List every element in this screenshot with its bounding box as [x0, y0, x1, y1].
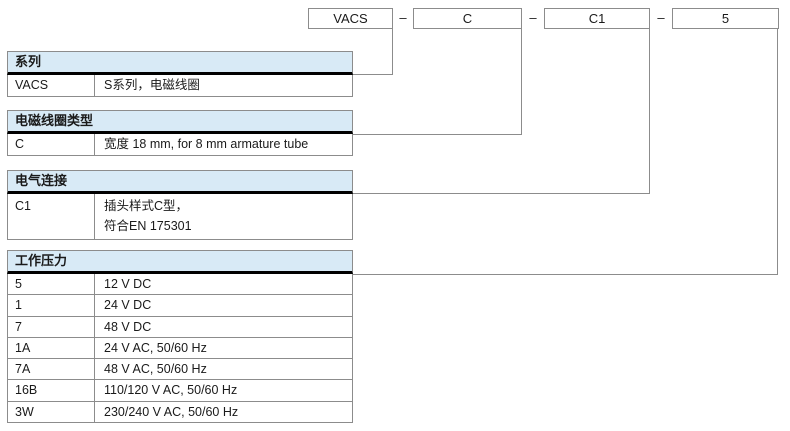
table-row: C1 插头样式C型， 符合EN 175301	[7, 194, 353, 240]
section-coil-type-header: 电磁线圈类型	[7, 110, 353, 134]
connector-coil-type-vertical	[521, 29, 522, 135]
connector-series-vertical	[392, 29, 393, 75]
row-code: C	[8, 134, 95, 155]
row-code: 16B	[8, 380, 95, 401]
table-row: 16B 110/120 V AC, 50/60 Hz	[7, 380, 353, 402]
section-connection: 电气连接 C1 插头样式C型， 符合EN 175301	[7, 170, 353, 240]
table-row: 1 24 V DC	[7, 295, 353, 317]
section-voltage: 工作压力 5 12 V DC 1 24 V DC 7 48 V DC 1A 24…	[7, 250, 353, 424]
row-description: 110/120 V AC, 50/60 Hz	[104, 383, 238, 398]
code-box-coil-type: C	[413, 8, 522, 29]
code-separator: –	[529, 10, 537, 25]
connector-coil-type-horizontal	[353, 134, 522, 135]
row-code: 7A	[8, 359, 95, 380]
row-code: 7	[8, 316, 95, 337]
table-row: 1A 24 V AC, 50/60 Hz	[7, 337, 353, 360]
code-separator: –	[399, 10, 407, 25]
row-description: 48 V AC, 50/60 Hz	[104, 362, 207, 377]
table-row: 7 48 V DC	[7, 316, 353, 338]
row-description: S系列，电磁线圈	[104, 78, 200, 92]
row-description: 24 V DC	[104, 298, 152, 313]
section-series: 系列 VACS S系列，电磁线圈	[7, 51, 353, 97]
connector-voltage-horizontal	[353, 274, 778, 275]
code-box-series: VACS	[308, 8, 393, 29]
row-description: 12 V DC	[104, 277, 152, 291]
connector-voltage-vertical	[777, 29, 778, 275]
section-connection-header: 电气连接	[7, 170, 353, 194]
row-code: 1A	[8, 337, 95, 359]
row-code: VACS	[8, 75, 95, 96]
row-description: 插头样式C型， 符合EN 175301	[104, 199, 192, 233]
row-description: 24 V AC, 50/60 Hz	[104, 340, 207, 355]
table-row: 3W 230/240 V AC, 50/60 Hz	[7, 401, 353, 424]
code-separator: –	[657, 10, 665, 25]
table-row: 5 12 V DC	[7, 274, 353, 296]
row-code: 1	[8, 295, 95, 316]
section-voltage-header: 工作压力	[7, 250, 353, 274]
code-box-voltage: 5	[672, 8, 779, 29]
connector-connection-horizontal	[353, 193, 650, 194]
connector-series-horizontal	[353, 74, 393, 75]
row-code: C1	[8, 194, 95, 239]
row-description: 48 V DC	[104, 319, 152, 334]
row-description: 宽度 18 mm, for 8 mm armature tube	[104, 137, 309, 151]
connector-connection-vertical	[649, 29, 650, 194]
table-row: 7A 48 V AC, 50/60 Hz	[7, 359, 353, 381]
section-series-header: 系列	[7, 51, 353, 75]
table-row: VACS S系列，电磁线圈	[7, 75, 353, 97]
table-row: C 宽度 18 mm, for 8 mm armature tube	[7, 134, 353, 156]
code-box-connection: C1	[544, 8, 650, 29]
section-coil-type: 电磁线圈类型 C 宽度 18 mm, for 8 mm armature tub…	[7, 110, 353, 156]
row-code: 3W	[8, 401, 95, 423]
row-code: 5	[8, 274, 95, 295]
row-description: 230/240 V AC, 50/60 Hz	[104, 404, 239, 419]
